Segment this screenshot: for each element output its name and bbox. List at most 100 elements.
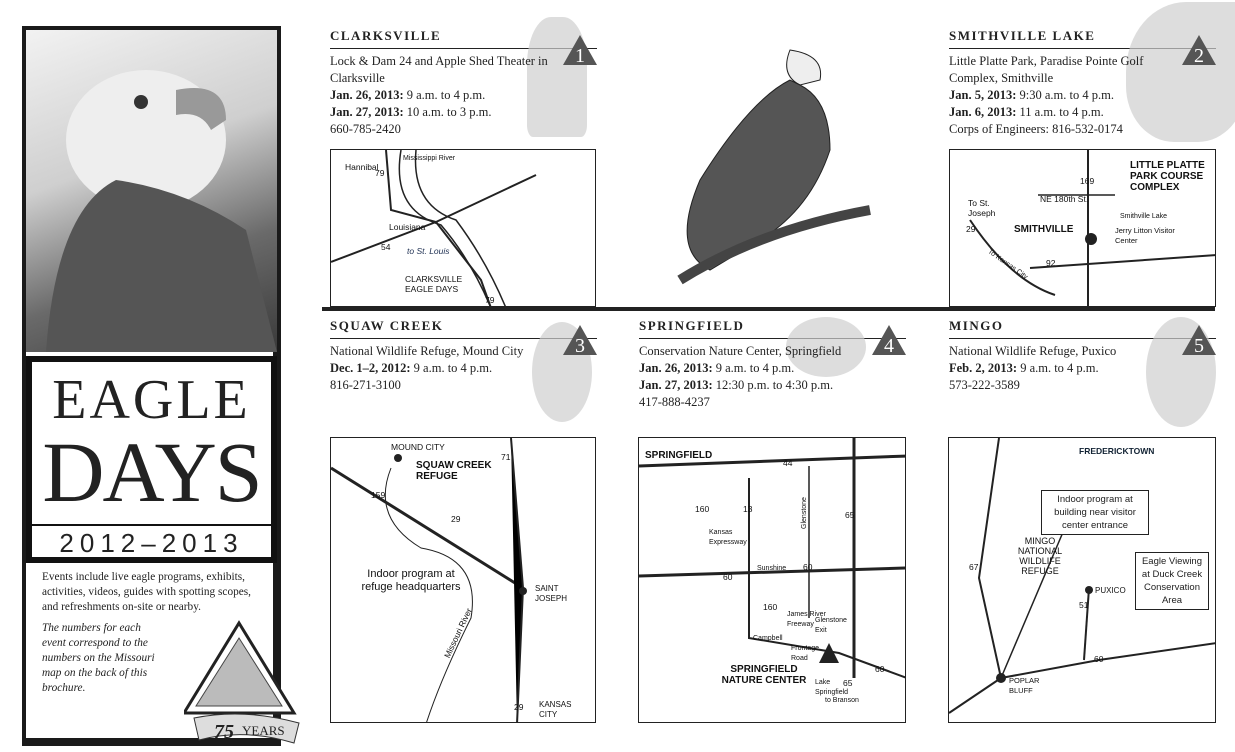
event-date: Feb. 2, 2013: xyxy=(949,361,1018,375)
title-days: DAYS xyxy=(42,424,262,520)
map-smithville: LITTLE PLATTE PARK COURSE COMPLEX 169 NE… xyxy=(949,149,1216,307)
route-marker: 51 xyxy=(1079,600,1089,610)
route-marker: 44 xyxy=(783,458,793,468)
route-marker: 60 xyxy=(875,664,885,674)
cover-text: Events include live eagle programs, exhi… xyxy=(42,570,272,696)
event-location: National Wildlife Refuge, Mound City xyxy=(330,344,524,358)
route-marker: 60 xyxy=(723,572,733,582)
route-marker: 60 xyxy=(1094,654,1104,664)
svg-text:YEARS: YEARS xyxy=(242,723,285,738)
event-number-badge: 4 xyxy=(872,325,906,355)
map-label: Campbell xyxy=(753,635,783,642)
event-location: Conservation Nature Center, Springfield xyxy=(639,344,842,358)
svg-text:2: 2 xyxy=(1194,45,1204,65)
svg-text:75: 75 xyxy=(214,721,234,743)
event-location-marker: CLARKSVILLE EAGLE DAYS xyxy=(405,274,463,294)
map-label: Glenstone xyxy=(800,497,808,529)
conservation-75-years-logo: 75 YEARS xyxy=(181,618,304,748)
indoor-program-callout: Indoor program at building near visitor … xyxy=(1041,490,1149,535)
map-label: POPLAR BLUFF xyxy=(1009,676,1040,695)
event-number-badge: 1 xyxy=(563,35,597,65)
event-number-badge: 3 xyxy=(563,325,597,355)
svg-text:5: 5 xyxy=(1194,335,1204,355)
event-phone: 816-271-3100 xyxy=(330,378,401,392)
route-marker: 169 xyxy=(1080,176,1095,186)
event-date: Jan. 26, 2013: xyxy=(330,88,404,102)
section-divider xyxy=(322,307,1215,311)
event-time: 9 a.m. to 4 p.m. xyxy=(406,88,486,102)
map-label: Smithville Lake xyxy=(1120,213,1168,220)
event-title: CLARKSVILLE xyxy=(330,27,597,49)
eagle-talons-silhouette xyxy=(1126,2,1235,142)
map-clarksville: Hannibal Mississippi River 79 Louisiana … xyxy=(330,149,596,307)
event-date: Jan. 27, 2013: xyxy=(639,378,713,392)
event-smithville-lake: SMITHVILLE LAKE 2 Little Platte Park, Pa… xyxy=(949,2,1235,142)
event-date: Jan. 6, 2013: xyxy=(949,105,1017,119)
map-label: Glenstone Exit xyxy=(815,617,847,634)
svg-text:3: 3 xyxy=(575,335,585,355)
route-marker: 65 xyxy=(843,678,853,688)
map-label: Hannibal xyxy=(345,162,379,172)
title-years: 2012–2013 xyxy=(32,524,271,559)
event-title: SMITHVILLE LAKE xyxy=(949,27,1216,49)
route-marker: 159 xyxy=(371,490,386,500)
event-location: Little Platte Park, Paradise Pointe Golf… xyxy=(949,54,1144,85)
description: Events include live eagle programs, exhi… xyxy=(42,571,251,613)
eagle-silhouette xyxy=(786,317,866,377)
event-location: National Wildlife Refuge, Puxico xyxy=(949,344,1117,358)
event-phone: 660-785-2420 xyxy=(330,122,401,136)
route-marker: 13 xyxy=(743,504,753,514)
event-location-marker: SQUAW CREEK REFUGE xyxy=(416,460,492,482)
event-number-badge: 5 xyxy=(1182,325,1216,355)
map-label: Kansas Expressway xyxy=(709,529,747,546)
map-label: NE 180th St. xyxy=(1040,194,1089,204)
route-marker: 67 xyxy=(969,562,979,572)
event-date: Jan. 26, 2013: xyxy=(639,361,713,375)
event-title: SPRINGFIELD xyxy=(639,317,906,339)
title-eagle: EAGLE xyxy=(52,369,251,431)
map-label: Mississippi River xyxy=(403,155,456,162)
route-marker: 160 xyxy=(695,504,710,514)
map-label: Lake Springfield xyxy=(815,679,849,696)
map-label: Frontage Road xyxy=(791,645,820,662)
map-note: The numbers for each event correspond to… xyxy=(42,622,155,694)
route-marker: 160 xyxy=(763,602,778,612)
event-location-marker: SPRINGFIELD NATURE CENTER xyxy=(721,664,807,686)
svg-text:4: 4 xyxy=(884,335,894,355)
route-marker: 54 xyxy=(381,242,391,252)
svg-text:1: 1 xyxy=(575,45,585,65)
map-label: KANSAS CITY xyxy=(539,700,572,719)
route-marker: 60 xyxy=(803,562,813,572)
perched-eagle-illustration xyxy=(640,40,880,290)
event-time: 11 a.m. to 4 p.m. xyxy=(1019,105,1104,119)
map-label: MOUND CITY xyxy=(391,442,445,452)
event-time: 10 a.m. to 3 p.m. xyxy=(406,105,492,119)
event-time: 12:30 p.m. to 4:30 p.m. xyxy=(715,378,834,392)
route-marker: 29 xyxy=(514,702,524,712)
map-label: PUXICO xyxy=(1095,586,1126,595)
route-marker: 29 xyxy=(966,224,976,234)
map-label: Louisiana xyxy=(389,222,426,232)
map-label: to St. Louis xyxy=(407,246,450,256)
map-label: FREDERICKTOWN xyxy=(1079,446,1155,456)
cover-panel: EAGLE DAYS 2012–2013 Events include live… xyxy=(22,26,300,746)
map-label: to Branson xyxy=(825,697,859,704)
map-label: To St. Joseph xyxy=(968,198,996,218)
event-date: Dec. 1–2, 2012: xyxy=(330,361,411,375)
map-label: James River Freeway xyxy=(787,611,826,628)
event-title: MINGO xyxy=(949,317,1216,339)
event-clarksville: CLARKSVILLE 1 Lock & Dam 24 and Apple Sh… xyxy=(330,17,597,138)
eagle-viewing-callout: Eagle Viewing at Duck Creek Conservation… xyxy=(1135,552,1209,610)
map-label: LITTLE PLATTE PARK COURSE COMPLEX xyxy=(1130,160,1205,193)
route-marker: 71 xyxy=(501,452,511,462)
map-label: SPRINGFIELD xyxy=(645,450,713,461)
eagle-silhouette xyxy=(527,17,587,137)
route-marker: 29 xyxy=(451,514,461,524)
map-label: Sunshine xyxy=(757,565,787,572)
map-springfield: SPRINGFIELD 44 160 13 Glenstone 65 Kansa… xyxy=(638,437,906,723)
map-label: Indoor program at refuge headquarters xyxy=(361,568,461,593)
event-springfield: SPRINGFIELD 4 Conservation Nature Center… xyxy=(639,317,906,411)
event-number-badge: 2 xyxy=(1182,35,1216,65)
event-phone: 417-888-4237 xyxy=(639,395,710,409)
event-time: 9:30 a.m. to 4 p.m. xyxy=(1019,88,1114,102)
